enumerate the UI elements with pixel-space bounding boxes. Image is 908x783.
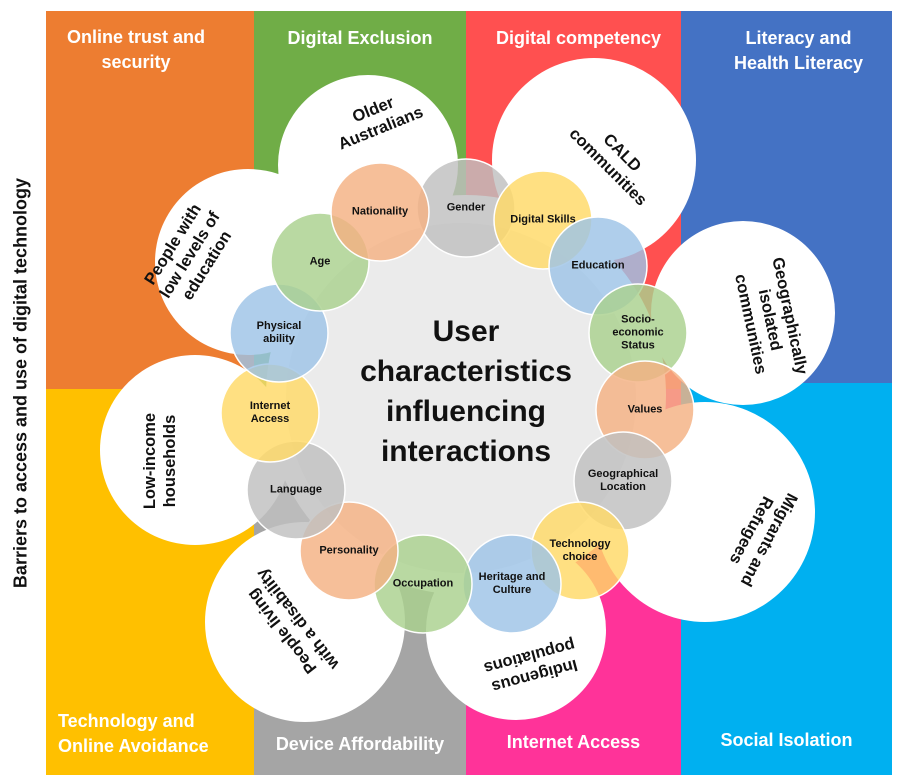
characteristic-label: Nationality bbox=[351, 205, 409, 218]
characteristic-label: Education bbox=[571, 259, 625, 272]
center-disc bbox=[286, 223, 636, 573]
characteristic-label: Socio- economic Status bbox=[612, 313, 664, 352]
barrier-title-literacy: Literacy and Health Literacy bbox=[733, 28, 864, 73]
characteristic-label: Values bbox=[627, 403, 663, 416]
barrier-title-device-affordability: Device Affordability bbox=[275, 734, 445, 754]
group-label-low-income: Low-income households bbox=[141, 412, 179, 510]
characteristic-label: Technology choice bbox=[549, 538, 611, 563]
barrier-title-online-trust: Online trust and security bbox=[66, 27, 205, 72]
barrier-title-digital-exclusion: Digital Exclusion bbox=[287, 28, 433, 48]
center-title: User characteristics influencing interac… bbox=[360, 315, 572, 468]
characteristic-label: Heritage and Culture bbox=[478, 571, 546, 596]
characteristic-label: Physical ability bbox=[256, 320, 302, 345]
barrier-title-social-isolation: Social Isolation bbox=[720, 730, 853, 750]
barrier-title-internet-access: Internet Access bbox=[506, 732, 641, 752]
characteristic-label: Internet Access bbox=[249, 400, 291, 425]
characteristic-label: Digital Skills bbox=[510, 213, 576, 226]
petal-geographically-isolated bbox=[651, 221, 835, 405]
characteristic-circle bbox=[330, 162, 430, 262]
barrier-title-technology-avoidance: Technology and Online Avoidance bbox=[58, 711, 209, 756]
characteristic-label: Language bbox=[270, 483, 322, 496]
characteristic-label: Occupation bbox=[392, 577, 454, 590]
barrier-title-digital-competency: Digital competency bbox=[495, 28, 662, 48]
characteristic-label: Age bbox=[309, 255, 331, 268]
characteristic-label: Gender bbox=[446, 201, 486, 214]
characteristic-label: Geographical Location bbox=[587, 468, 659, 493]
characteristic-label: Personality bbox=[319, 544, 379, 557]
